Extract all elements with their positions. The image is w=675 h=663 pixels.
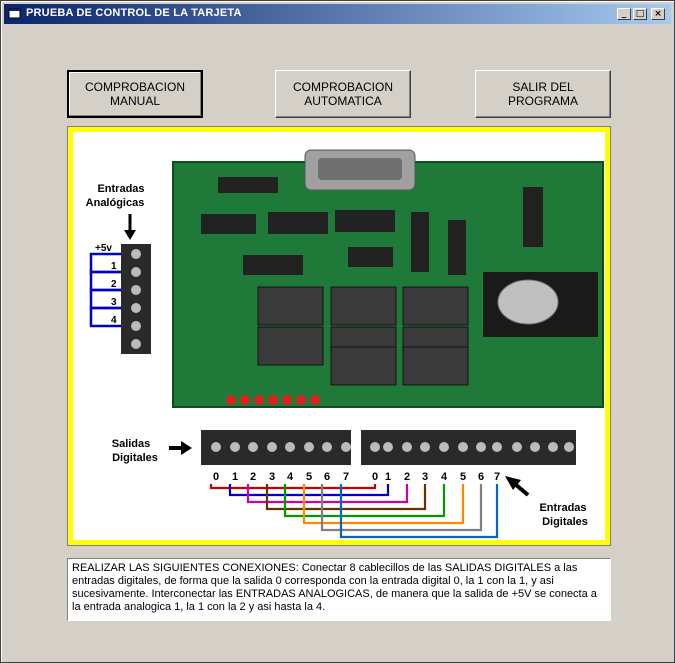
- ic-chip: [523, 187, 543, 247]
- loopback-wire-2: [246, 484, 409, 504]
- loopback-wire-5: [302, 484, 465, 525]
- loopback-wire-7: [339, 484, 499, 539]
- analog-terminal-1: 1: [111, 261, 117, 272]
- terminal-screw: [530, 442, 540, 452]
- output-number-0: 0: [213, 471, 219, 483]
- digital-inputs-arrow-head-icon: [505, 476, 521, 490]
- analog-terminal-screws: [131, 249, 141, 349]
- terminal-screw: [564, 442, 574, 452]
- input-number-1: 1: [385, 471, 391, 483]
- terminal-screw: [402, 442, 412, 452]
- terminal-screw: [439, 442, 449, 452]
- digital-loopback-wires: [209, 484, 499, 539]
- maximize-button[interactable]: □: [633, 8, 647, 20]
- output-number-6: 6: [324, 471, 330, 483]
- analog-inputs-label-2: Analógicas: [86, 197, 145, 209]
- manual-check-button[interactable]: COMPROBACION MANUAL: [67, 70, 203, 118]
- terminal-screw: [211, 442, 221, 452]
- board-illustration: Entradas Analógicas +5v 1 2 3 4 0 1: [86, 149, 604, 539]
- digital-outputs-arrow-head-icon: [181, 441, 192, 455]
- output-number-1: 1: [232, 471, 238, 483]
- terminal-screw: [248, 442, 258, 452]
- led-row: [226, 395, 320, 405]
- terminal-screw: [285, 442, 295, 452]
- terminal-screw: [476, 442, 486, 452]
- digital-terminal-screws: [211, 442, 574, 452]
- terminal-screw: [512, 442, 522, 452]
- loopback-wire-0: [209, 484, 377, 490]
- relay-bank: [257, 286, 469, 386]
- terminal-screw: [370, 442, 380, 452]
- loopback-wire-4: [283, 484, 446, 518]
- app-icon: [8, 8, 21, 19]
- terminal-screw: [383, 442, 393, 452]
- output-number-7: 7: [343, 471, 349, 483]
- exit-program-button[interactable]: SALIR DEL PROGRAMA: [475, 70, 611, 118]
- voltage-regulator: [497, 279, 559, 325]
- output-number-5: 5: [306, 471, 312, 483]
- digital-output-numbers: 0 1 2 3 4 5 6 7: [213, 471, 349, 483]
- terminal-screw: [230, 442, 240, 452]
- board-picture-frame: Entradas Analógicas +5v 1 2 3 4 0 1: [67, 126, 611, 546]
- input-number-7: 7: [494, 471, 500, 483]
- loopback-wire-3: [265, 484, 427, 511]
- terminal-screw: [548, 442, 558, 452]
- output-number-2: 2: [250, 471, 256, 483]
- input-number-2: 2: [404, 471, 410, 483]
- board-picture: Entradas Analógicas +5v 1 2 3 4 0 1: [73, 132, 605, 540]
- window-title: PRUEBA DE CONTROL DE LA TARJETA: [26, 7, 242, 19]
- digital-outputs-label-1: Salidas: [112, 438, 151, 450]
- loopback-wire-6: [320, 484, 483, 532]
- ic-chip: [218, 177, 278, 193]
- db25-connector-face: [318, 158, 402, 180]
- ic-chip: [411, 212, 429, 272]
- instructions-text: REALIZAR LAS SIGUIENTES CONEXIONES: Cone…: [67, 558, 611, 621]
- terminal-screw: [492, 442, 502, 452]
- minimize-button[interactable]: _: [617, 8, 631, 20]
- analog-terminal-block: [121, 244, 151, 354]
- title-bar[interactable]: PRUEBA DE CONTROL DE LA TARJETA _ □ ×: [4, 4, 671, 24]
- analog-terminal-2: 2: [111, 279, 117, 290]
- output-number-4: 4: [287, 471, 294, 483]
- terminal-screw: [304, 442, 314, 452]
- analog-terminal-4: 4: [111, 315, 117, 326]
- terminal-screw: [458, 442, 468, 452]
- terminal-screw: [267, 442, 277, 452]
- terminal-screw: [322, 442, 332, 452]
- input-number-3: 3: [422, 471, 428, 483]
- digital-inputs-label-2: Digitales: [542, 516, 588, 528]
- digital-input-terminal-block: [361, 430, 576, 465]
- input-number-5: 5: [460, 471, 466, 483]
- automatic-check-button[interactable]: COMPROBACION AUTOMATICA: [275, 70, 411, 118]
- analog-jumper-wires: [89, 252, 121, 328]
- input-number-6: 6: [478, 471, 484, 483]
- ic-chip: [448, 220, 466, 275]
- terminal-screw: [420, 442, 430, 452]
- ic-chip: [201, 214, 256, 234]
- digital-outputs-label-2: Digitales: [112, 452, 158, 464]
- digital-inputs-arrow-icon: [513, 482, 530, 497]
- analog-arrow-head-icon: [124, 230, 136, 240]
- analog-inputs-label-1: Entradas: [97, 183, 144, 195]
- ic-chip: [268, 212, 328, 234]
- input-number-0: 0: [372, 471, 378, 483]
- output-number-3: 3: [269, 471, 275, 483]
- close-button[interactable]: ×: [651, 8, 665, 20]
- terminal-screw: [341, 442, 351, 452]
- input-number-4: 4: [441, 471, 448, 483]
- analog-terminal-3: 3: [111, 297, 117, 308]
- digital-input-numbers: 0 1 2 3 4 5 6 7: [372, 471, 500, 483]
- digital-inputs-label-1: Entradas: [539, 502, 586, 514]
- ic-chip: [348, 247, 393, 267]
- ic-chip: [243, 255, 303, 275]
- analog-terminal-5v: +5v: [95, 243, 112, 254]
- ic-chip: [335, 210, 395, 232]
- loopback-wire-1: [228, 484, 390, 497]
